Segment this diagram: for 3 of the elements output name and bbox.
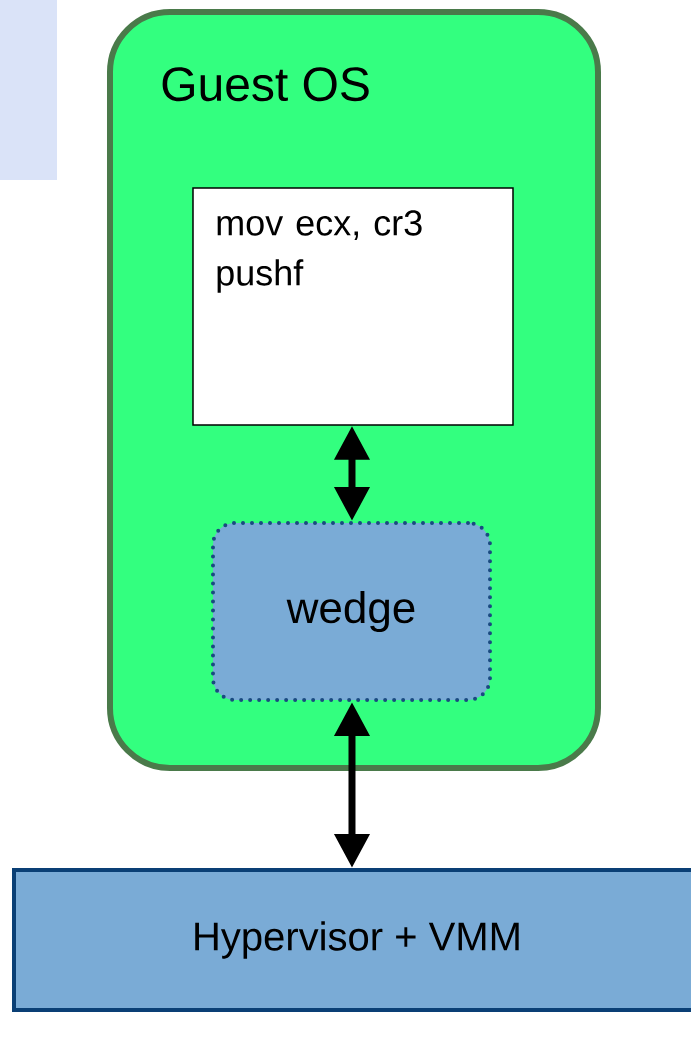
wedge-box: wedge bbox=[211, 521, 492, 702]
code-box: mov ecx, cr3 pushf bbox=[192, 187, 514, 426]
layer-bar: Hypervisor + VMM bbox=[12, 868, 691, 1012]
